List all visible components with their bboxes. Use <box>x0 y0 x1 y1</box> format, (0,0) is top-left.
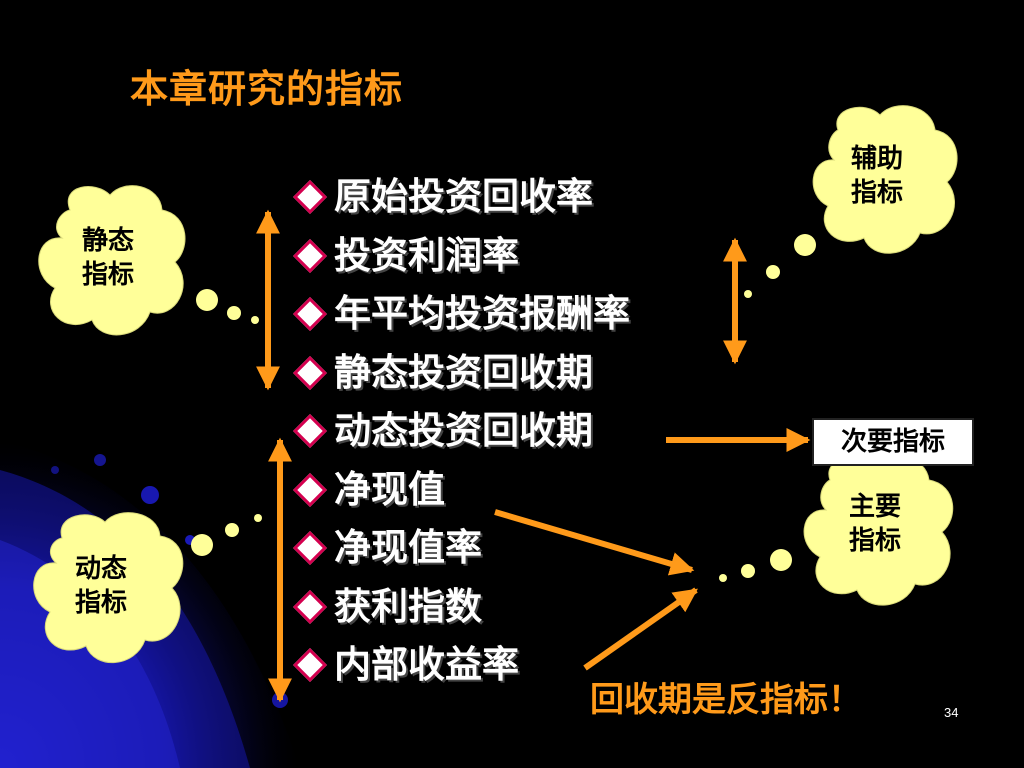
cloud-static <box>38 185 259 336</box>
cloud-dynamic <box>33 512 262 663</box>
item-label: 原始投资回收率 <box>334 175 593 218</box>
item-label: 投资利润率 <box>334 233 519 277</box>
diamond-bullet-icon <box>293 589 327 624</box>
cloud-auxiliary-line2: 指标 <box>851 178 904 208</box>
list-item: 内部收益率 <box>293 636 630 695</box>
item-label: 净现值率 <box>334 526 482 569</box>
cloud-dynamic-label: 动态 指标 <box>75 552 127 620</box>
diamond-bullet-icon <box>293 297 327 332</box>
primary-arrow-lower <box>583 587 698 671</box>
cloud-dynamic-line1: 动态 <box>75 554 128 584</box>
list-item: 原始投资回收率 <box>293 168 630 227</box>
list-item: 投资利润率 <box>293 227 630 286</box>
cloud-auxiliary-label: 辅助 指标 <box>851 142 903 210</box>
primary-arrow-upper <box>494 509 695 576</box>
cloud-auxiliary <box>744 105 958 298</box>
diamond-bullet-icon <box>293 355 327 390</box>
diamond-bullet-icon <box>293 180 327 215</box>
list-item: 静态投资回收期 <box>293 344 630 403</box>
item-label: 动态投资回收期 <box>334 409 593 452</box>
item-label: 获利指数 <box>334 584 482 628</box>
indicator-list: 原始投资回收率 投资利润率 年平均投资报酬率 静态投资回收期 动态投资回收期 净… <box>293 168 630 695</box>
secondary-indicator-box: 次要指标 <box>812 418 974 466</box>
cloud-primary-line1: 主要 <box>849 492 902 522</box>
cloud-primary-label: 主要 指标 <box>849 490 901 558</box>
diamond-bullet-icon <box>293 648 327 683</box>
cloud-auxiliary-line1: 辅助 <box>851 144 904 174</box>
item-label: 净现值 <box>334 467 445 511</box>
diamond-bullet-icon <box>293 414 327 449</box>
diamond-bullet-icon <box>293 238 327 273</box>
item-label: 内部收益率 <box>334 643 519 686</box>
item-label: 静态投资回收期 <box>334 350 593 394</box>
diamond-bullet-icon <box>293 531 327 566</box>
list-item: 年平均投资报酬率 <box>293 285 630 344</box>
cloud-static-line2: 指标 <box>82 260 135 290</box>
cloud-primary-line2: 指标 <box>849 526 902 556</box>
item-label: 年平均投资报酬率 <box>334 292 630 335</box>
cloud-static-label: 静态 指标 <box>82 224 134 292</box>
cloud-static-line1: 静态 <box>82 226 135 256</box>
diamond-bullet-icon <box>293 472 327 507</box>
list-item: 动态投资回收期 <box>293 402 630 461</box>
list-item: 获利指数 <box>293 578 630 637</box>
page-number: 34 <box>944 705 959 720</box>
reverse-indicator-note: 回收期是反指标！ <box>590 680 862 720</box>
cloud-primary <box>719 455 954 606</box>
list-item: 净现值 <box>293 461 630 520</box>
list-item: 净现值率 <box>293 519 630 578</box>
slide-title: 本章研究的指标 <box>130 67 404 111</box>
cloud-dynamic-line2: 指标 <box>75 588 128 618</box>
